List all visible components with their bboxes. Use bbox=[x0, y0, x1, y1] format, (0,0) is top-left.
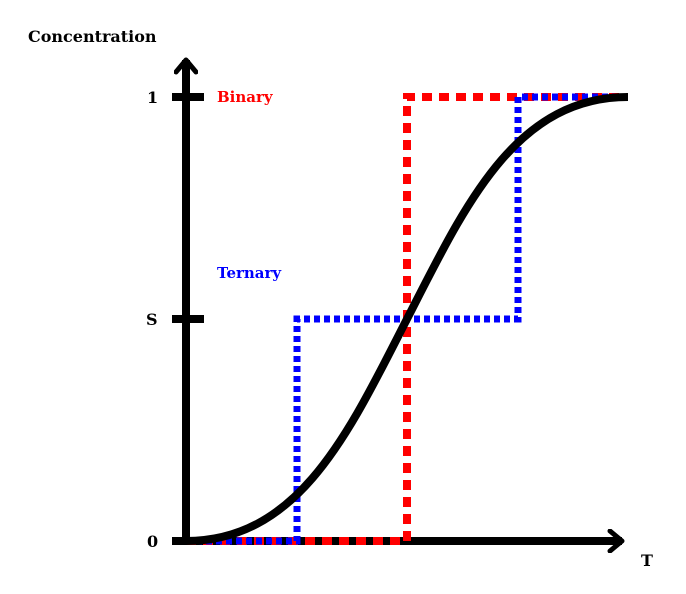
tick-s-label: S bbox=[146, 310, 158, 329]
y-axis-label: Concentration bbox=[28, 27, 157, 46]
ternary-label: Ternary bbox=[217, 264, 282, 282]
binary-label: Binary bbox=[217, 88, 274, 106]
sigmoid-curve bbox=[185, 93, 629, 545]
x-axis-label: T bbox=[641, 551, 653, 570]
tick-zero-label: 0 bbox=[147, 532, 158, 551]
tick-one-label: 1 bbox=[147, 88, 158, 107]
